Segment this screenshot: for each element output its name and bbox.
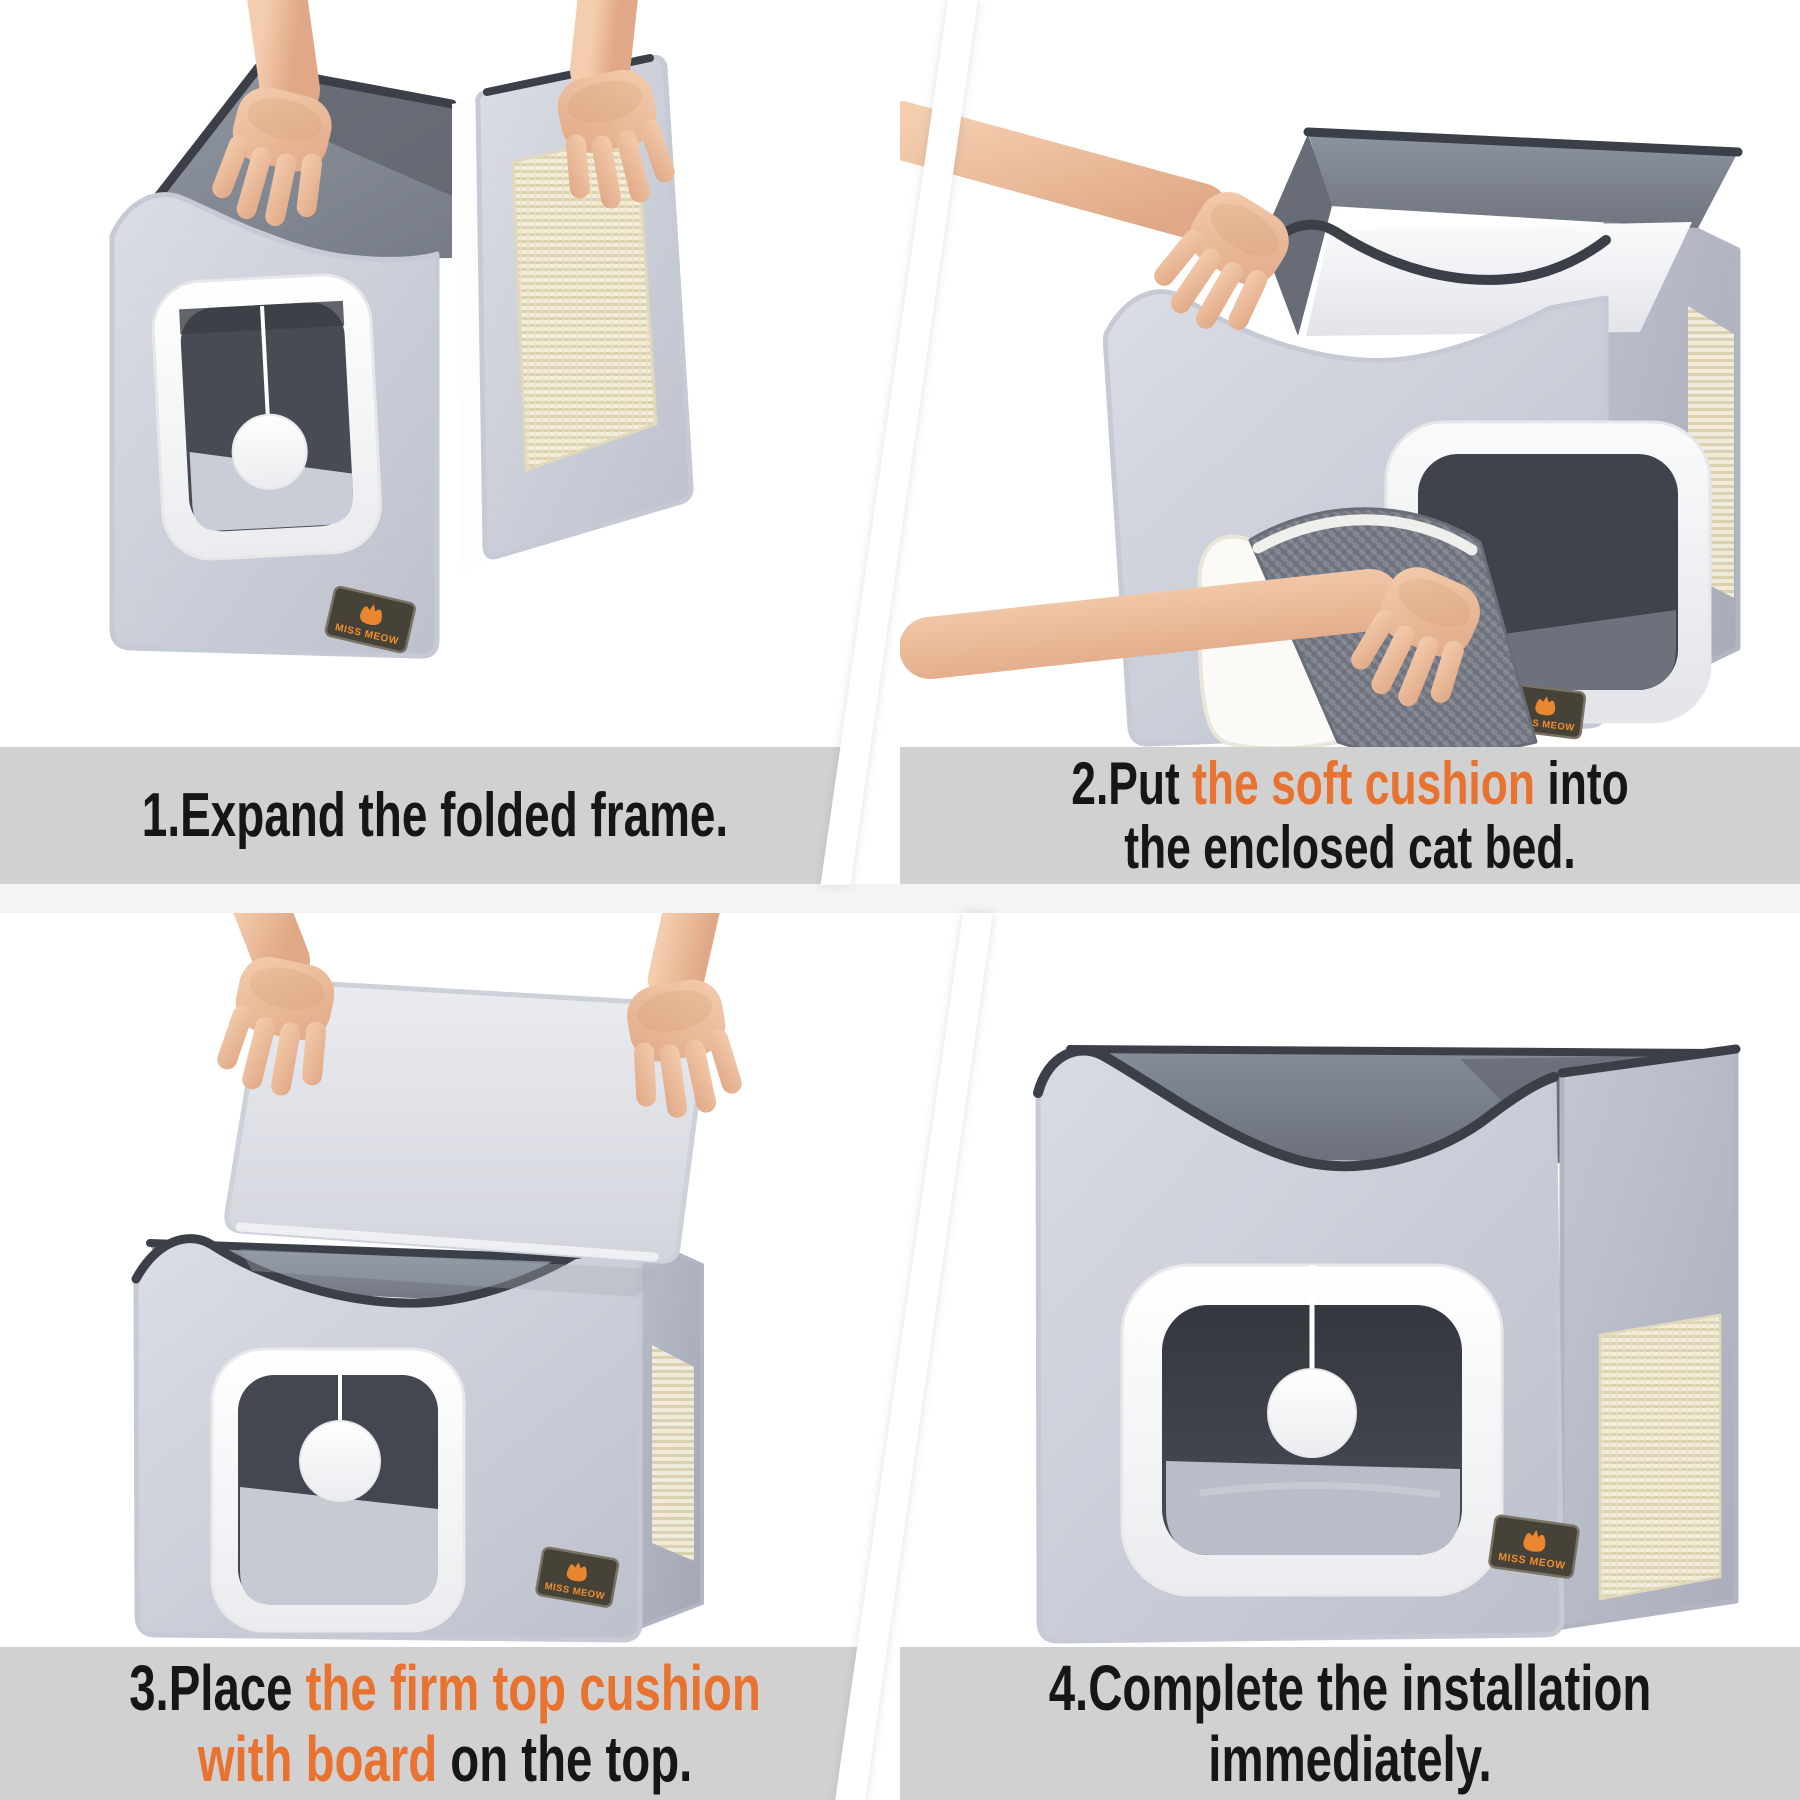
caption-2-accent: the soft cushion (1192, 749, 1536, 817)
caption-3-accent-1: the firm top cushion (305, 1651, 761, 1724)
sisal-scratch-pad (652, 1345, 694, 1561)
firm-top-cushion (224, 978, 710, 1297)
right-hand (616, 913, 748, 1125)
cat-bed-folded-illustration: MISS MEOW (109, 0, 694, 659)
pom-pom-ball (231, 413, 308, 490)
caption-step-2-text: 2.Put the soft cushion into the enclosed… (1071, 749, 1629, 881)
photo-step-3: MISS MEOW (0, 913, 900, 1647)
miss-meow-logo-icon (360, 603, 382, 626)
interior-floor (240, 1487, 438, 1605)
pom-pom-ball (299, 1420, 381, 1502)
caption-step-2: 2.Put the soft cushion into the enclosed… (900, 747, 1800, 884)
upper-hand (900, 101, 1305, 349)
bed-front-face: MISS MEOW (1033, 1045, 1580, 1644)
brand-label: MISS MEOW (535, 1546, 620, 1608)
interior-floor (189, 451, 353, 531)
miss-meow-logo-icon (566, 1562, 587, 1582)
cat-bed-cushion-insert-illustration: MISS MEOW (900, 101, 1743, 747)
bed-opening (210, 1347, 466, 1633)
bed-front-face: MISS MEOW (131, 1234, 643, 1643)
caption-step-3: 3.Place the firm top cushion with board … (0, 1647, 864, 1800)
brand-label: MISS MEOW (1488, 1514, 1580, 1579)
photo-step-4: MISS MEOW (900, 913, 1800, 1647)
photo-step-2: MISS MEOW (900, 0, 1800, 747)
bed-side-face (1557, 1044, 1741, 1630)
caption-step-4-text: 4.Complete the installation immediately. (1048, 1651, 1652, 1795)
caption-3-accent-2: with board (197, 1722, 438, 1795)
pom-pom-ball (1267, 1368, 1357, 1458)
bed-opening (151, 273, 383, 561)
bed-front-face: MISS MEOW (109, 192, 440, 659)
miss-meow-logo-icon (1523, 1529, 1546, 1552)
lower-hand (900, 554, 1495, 722)
photo-step-1: MISS MEOW (0, 0, 900, 747)
bed-side-face (638, 1233, 704, 1630)
right-hand (546, 0, 681, 217)
caption-step-3-text: 3.Place the firm top cushion with board … (129, 1651, 761, 1795)
caption-step-1-text: 1.Expand the folded frame. (113, 780, 757, 850)
caption-step-4: 4.Complete the installation immediately. (900, 1647, 1800, 1800)
cat-bed-top-cushion-illustration: MISS MEOW (131, 913, 748, 1643)
bed-opening (1120, 1263, 1504, 1597)
caption-step-1: 1.Expand the folded frame. (0, 747, 848, 884)
caption-1-line-1: 1.Expand the folded frame. (141, 780, 729, 850)
left-hand (205, 0, 344, 236)
left-hand (211, 913, 346, 1104)
sisal-scratch-pad (1598, 1313, 1722, 1601)
pom-pom-string (260, 305, 270, 420)
horizontal-divider (0, 884, 1800, 913)
miss-meow-logo-icon (1535, 696, 1556, 716)
interior-floor (1166, 1461, 1460, 1555)
cat-bed-complete-illustration: MISS MEOW (1033, 1044, 1741, 1644)
